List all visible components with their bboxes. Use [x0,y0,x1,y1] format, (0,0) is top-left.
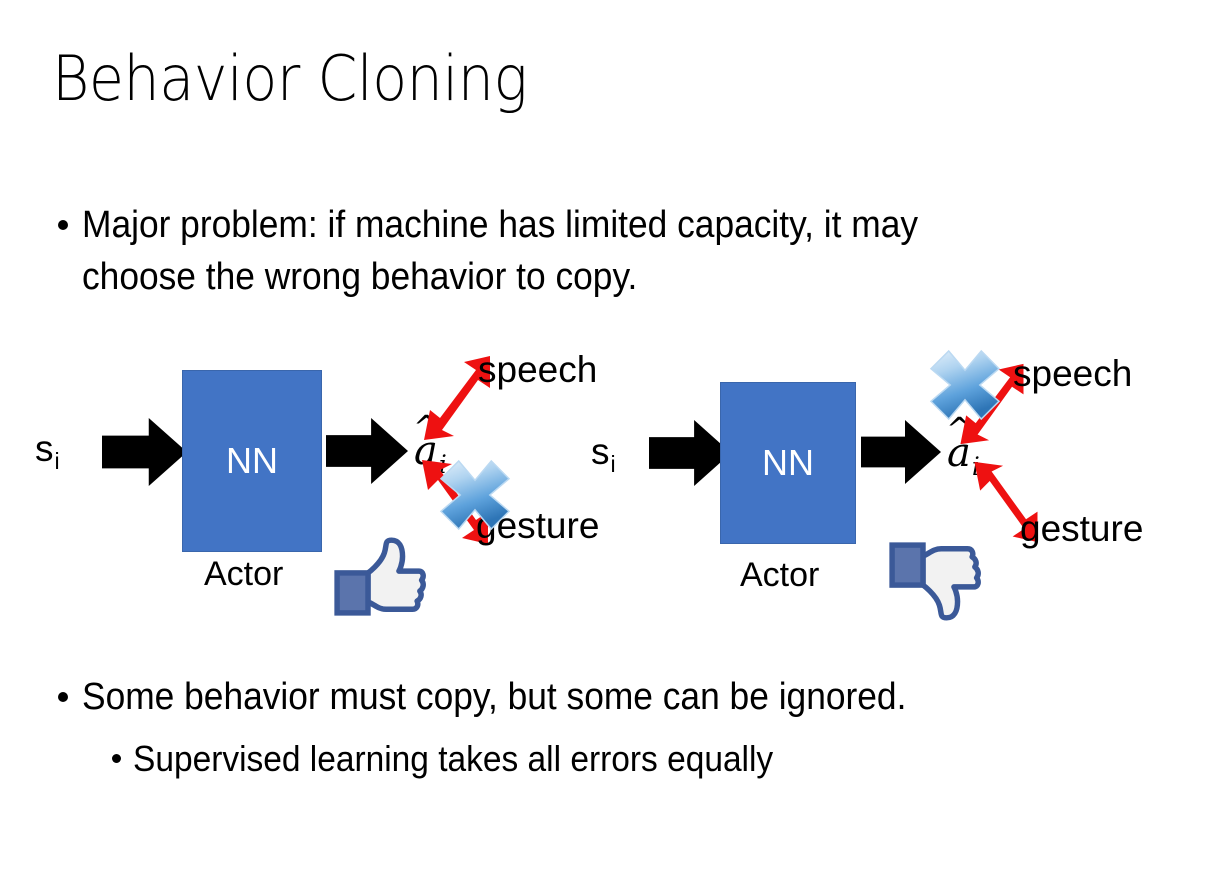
thumbs-down-icon-right [883,530,983,622]
output-arrow-left [326,418,408,484]
thumbs-up-icon-left [328,536,428,628]
cross-out-icon-speech-right [928,348,1002,422]
input-state-label-right: si [591,431,616,478]
bullet-supervised-learning: Supervised learning takes all errors equ… [112,735,1172,784]
bullet-marker-icon [112,754,121,763]
bullet-some-behavior: Some behavior must copy, but some can be… [58,672,1168,724]
page-title: Behavior Cloning [52,42,528,115]
actor-label-left: Actor [204,555,284,593]
input-state-label-left: si [35,428,60,475]
bullet-major-problem: Major problem: if machine has limited ca… [58,200,1068,303]
input-arrow-left [102,418,187,486]
bullet-marker-icon [58,220,68,230]
branch-label-gesture-right: gesture [1020,508,1144,549]
bullet-text: Supervised learning takes all errors equ… [133,738,774,779]
nn-box-right: NN [720,382,856,544]
actor-label-right: Actor [740,556,820,594]
diagram-left: si NN Actor ^ai speech gesture [10,340,610,640]
cross-out-icon-gesture-left [438,458,512,532]
branch-label-speech-left: speech [478,349,598,390]
input-arrow-right [649,420,731,486]
nn-box-label: NN [762,442,814,483]
bullet-text: Some behavior must copy, but some can be… [82,676,907,718]
branch-arrow-speech-left [416,352,496,442]
output-arrow-right [861,420,941,484]
branch-arrow-gesture-right [965,460,1045,546]
bullet-marker-icon [58,692,68,702]
nn-box-left: NN [182,370,322,552]
diagram-right: si NN Actor ^ai speech [565,340,1165,640]
bullet-text: Major problem: if machine has limited ca… [82,204,919,298]
nn-box-label: NN [226,440,278,481]
branch-label-speech-right: speech [1013,353,1133,394]
